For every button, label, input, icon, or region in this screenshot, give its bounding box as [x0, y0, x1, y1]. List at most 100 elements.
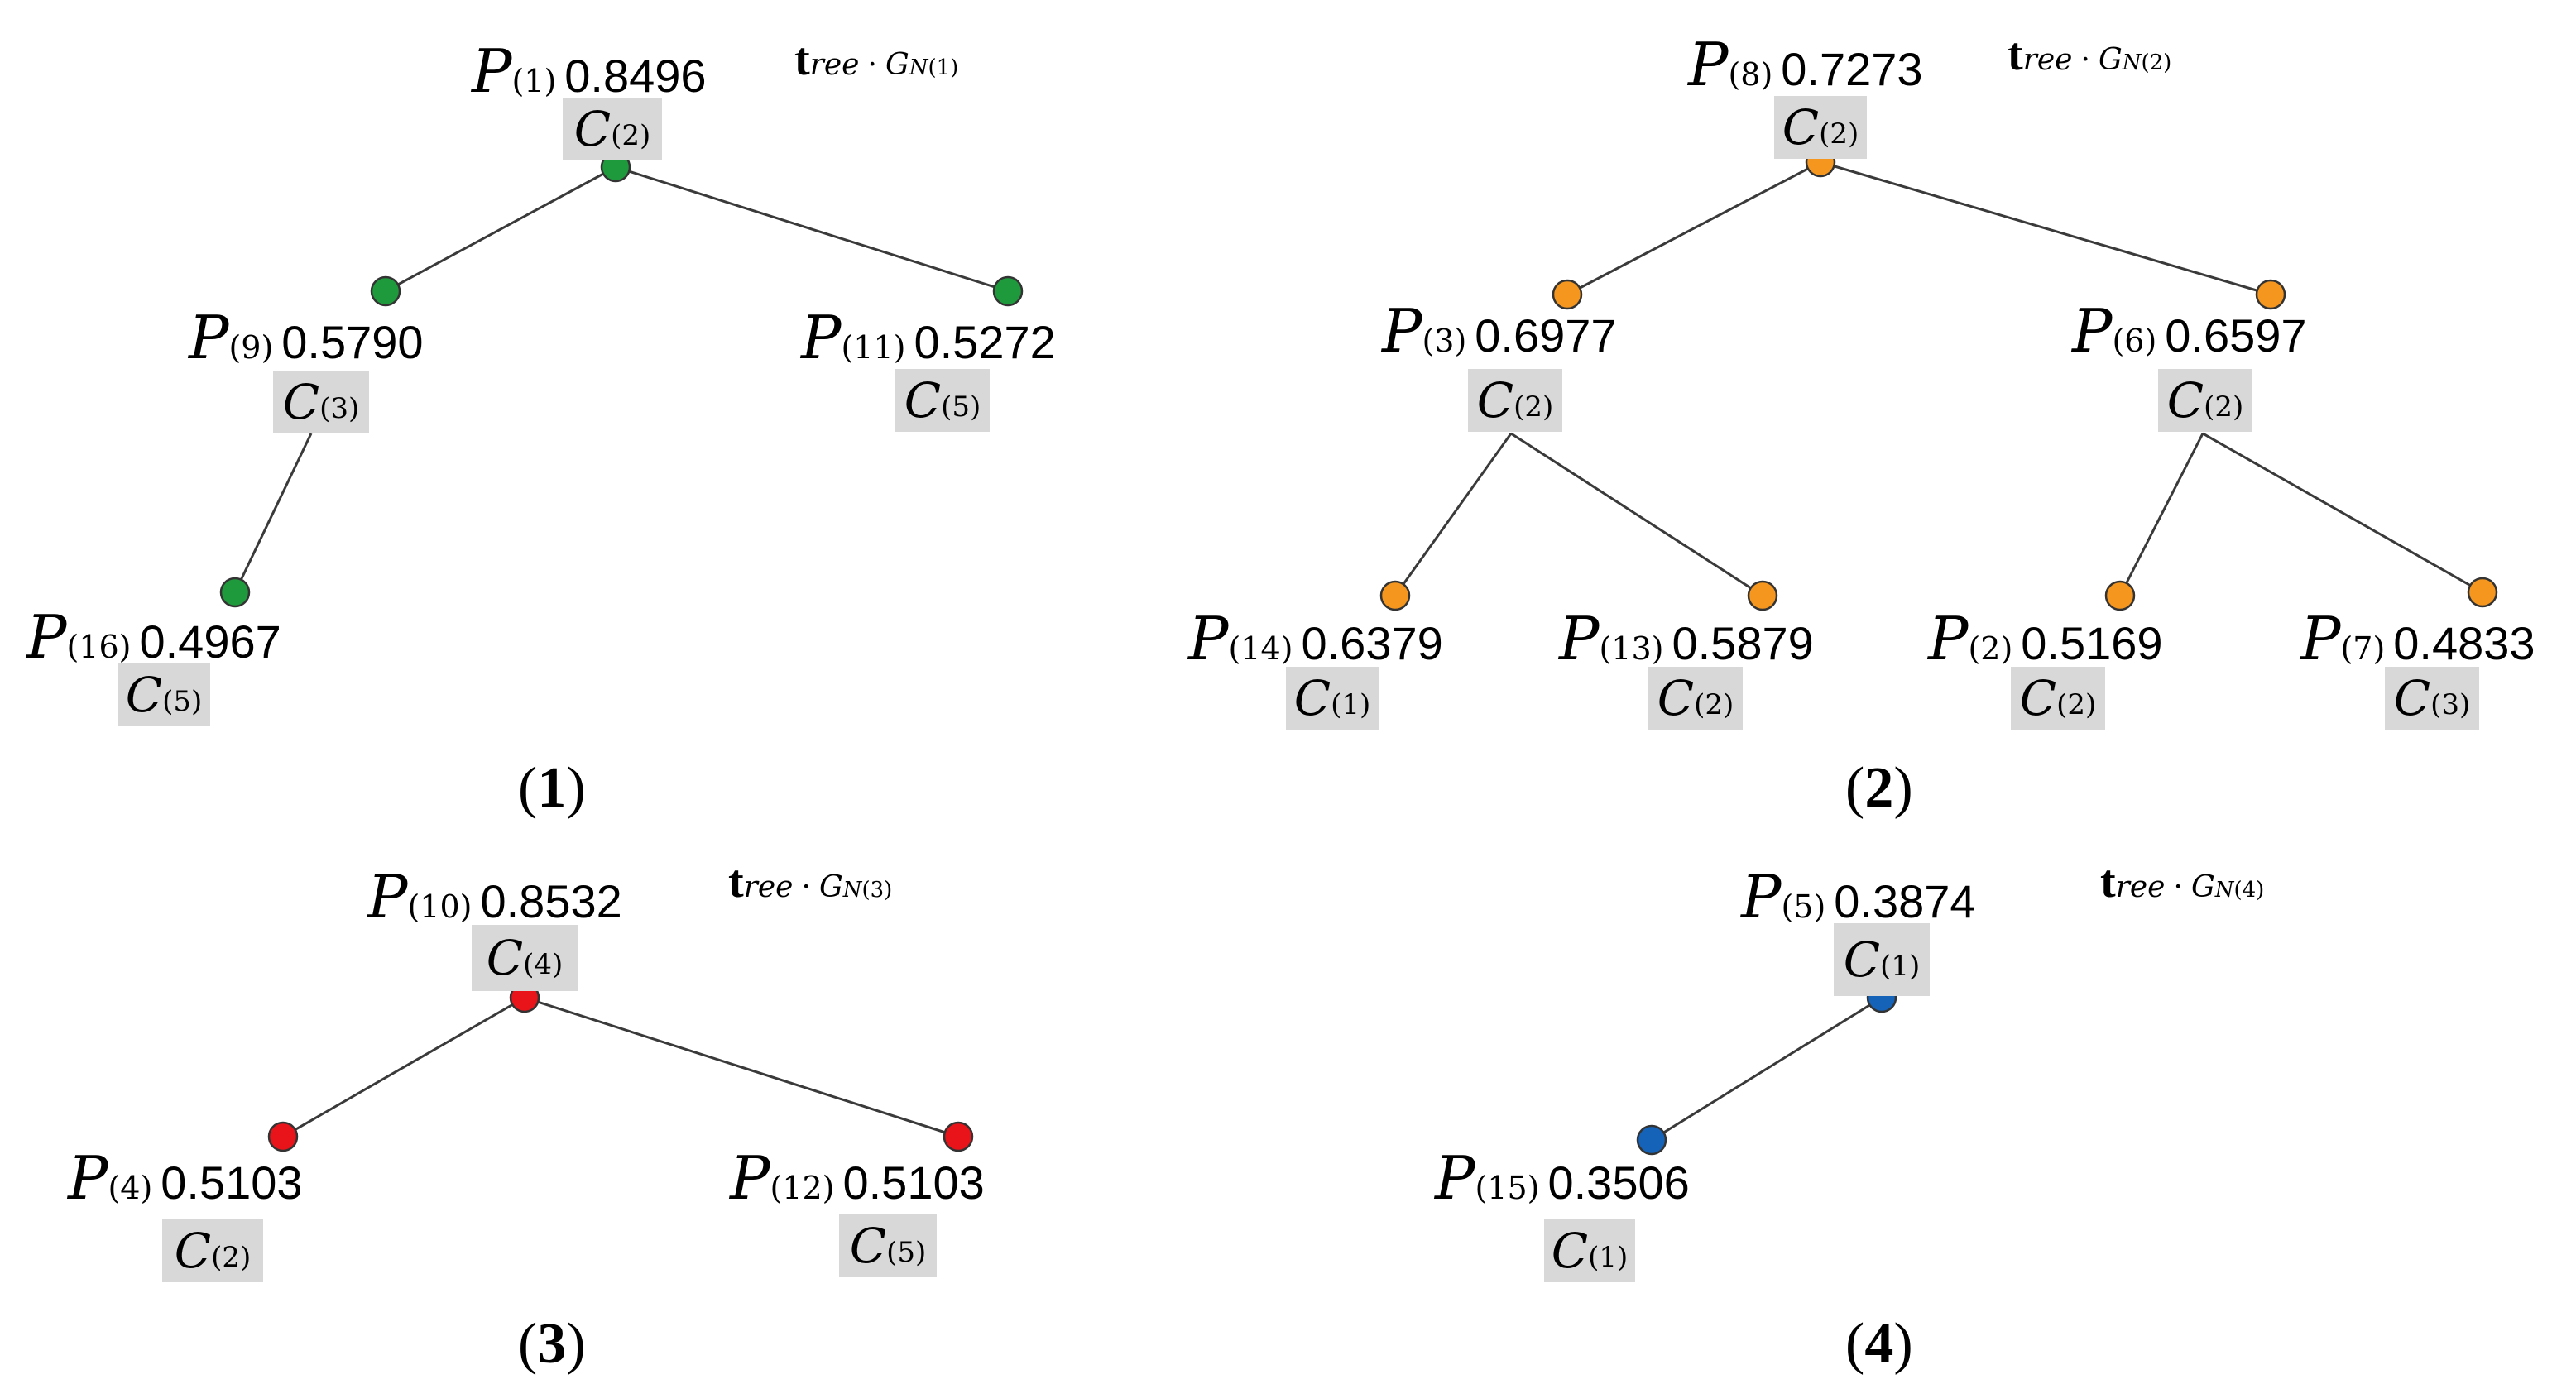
node-p-symbol: P	[2300, 604, 2341, 673]
node-class-index: (1)	[1880, 950, 1921, 983]
tree-title-index: (3)	[861, 878, 893, 903]
node-class-symbol: C	[125, 667, 163, 723]
tree-node-circle	[2467, 577, 2498, 608]
node-label: P(8)0.7273	[1688, 35, 1923, 94]
tree-edge	[1394, 433, 1513, 596]
panel-label-open: (	[1845, 756, 1865, 820]
node-class-box: C(2)	[1648, 667, 1743, 730]
tree-edge	[2118, 433, 2204, 596]
node-class-box: C(5)	[839, 1214, 937, 1277]
node-class-symbol: C	[849, 1218, 887, 1274]
tree-title-n: N	[909, 55, 928, 80]
panel-label-close: )	[566, 1312, 586, 1376]
node-p-index: (15)	[1475, 1170, 1540, 1206]
node-value: 0.3506	[1547, 1157, 1690, 1209]
tree-title-bold: t	[794, 34, 810, 85]
tree-title: tree·GN(4)	[2100, 859, 2264, 905]
node-class-symbol: C	[2166, 372, 2204, 429]
node-class-box: C(2)	[563, 98, 662, 160]
node-class-box: C(5)	[895, 369, 990, 432]
tree-node-circle	[943, 1121, 974, 1152]
node-class-box: C(1)	[1834, 923, 1930, 996]
panel-label: (2)	[1845, 759, 1913, 817]
tree-edge	[2202, 432, 2483, 594]
node-p-symbol: P	[801, 303, 842, 372]
node-p-symbol: P	[472, 36, 512, 106]
panel-label-number: 3	[537, 1312, 567, 1376]
node-class-index: (3)	[2430, 688, 2471, 721]
tree-node-circle	[1379, 580, 1411, 611]
node-p-index: (12)	[770, 1170, 835, 1206]
tree-node-circle	[1747, 580, 1778, 611]
node-p-index: (10)	[407, 888, 473, 925]
node-value: 0.6379	[1301, 617, 1443, 669]
node-p-symbol: P	[1559, 604, 1600, 673]
node-class-symbol: C	[282, 374, 320, 430]
tree-title-g: G	[2098, 43, 2123, 77]
tree-node-circle	[370, 275, 401, 307]
node-class-index: (3)	[319, 392, 360, 425]
panel-label-open: (	[1845, 1312, 1865, 1376]
tree-edge	[385, 165, 616, 293]
node-p-symbol: P	[26, 602, 67, 672]
panel-label: (1)	[518, 759, 586, 817]
node-class-index: (2)	[1694, 688, 1734, 721]
tree-title-bold: t	[728, 856, 744, 908]
tree-title-dot: ·	[2080, 43, 2090, 77]
node-p-symbol: P	[730, 1143, 770, 1213]
node-value: 0.5879	[1672, 617, 1814, 669]
node-label: P(11)0.5272	[801, 308, 1056, 367]
node-class-index: (1)	[1588, 1241, 1629, 1274]
tree-edge	[1566, 160, 1821, 296]
node-class-symbol: C	[486, 930, 524, 986]
tree-title-dot: ·	[2173, 870, 2183, 904]
tree-node-circle	[1552, 279, 1583, 310]
node-label: P(9)0.5790	[189, 308, 424, 367]
node-value: 0.5790	[281, 316, 424, 368]
tree-title-index: (2)	[2141, 50, 2172, 75]
node-value: 0.6977	[1475, 309, 1617, 362]
node-label: P(16)0.4967	[26, 607, 281, 667]
node-class-index: (2)	[611, 119, 651, 152]
node-p-symbol: P	[68, 1143, 108, 1213]
tree-title-rest: ree	[809, 48, 860, 82]
node-label: P(12)0.5103	[730, 1148, 985, 1208]
node-label: P(2)0.5169	[1928, 609, 2163, 668]
node-class-box: C(2)	[1774, 96, 1867, 159]
node-p-symbol: P	[1741, 862, 1782, 931]
panel-label-close: )	[1893, 1312, 1913, 1376]
node-p-index: (8)	[1728, 56, 1773, 93]
node-label: P(5)0.3874	[1741, 867, 1976, 927]
tree-edge	[233, 433, 313, 593]
node-label: P(6)0.6597	[2072, 301, 2307, 361]
node-p-index: (16)	[66, 629, 132, 665]
node-class-symbol: C	[174, 1223, 212, 1279]
node-class-symbol: C	[2393, 670, 2431, 726]
panel-label-close: )	[566, 756, 586, 820]
tree-node-circle	[2104, 580, 2136, 611]
tree-edge	[282, 996, 525, 1138]
node-p-symbol: P	[1382, 296, 1422, 366]
node-value: 0.8532	[480, 875, 622, 927]
node-p-index: (14)	[1228, 630, 1293, 667]
node-class-symbol: C	[1782, 99, 1820, 156]
node-class-index: (5)	[941, 390, 981, 424]
node-value: 0.6597	[2165, 309, 2307, 362]
node-value: 0.5272	[914, 316, 1056, 368]
tree-title-rest: ree	[2115, 870, 2166, 904]
node-class-box: C(2)	[1468, 369, 1562, 432]
tree-title-index: (1)	[928, 55, 959, 80]
panel-label-open: (	[518, 1312, 538, 1376]
panel-label: (3)	[518, 1315, 586, 1373]
node-p-symbol: P	[1928, 604, 1969, 673]
node-class-index: (5)	[162, 685, 203, 718]
node-class-box: C(1)	[1544, 1219, 1635, 1282]
node-class-symbol: C	[1657, 670, 1695, 726]
node-p-index: (13)	[1599, 630, 1664, 667]
node-value: 0.5103	[161, 1157, 303, 1209]
node-class-symbol: C	[1843, 931, 1881, 988]
tree-edge	[1820, 160, 2271, 296]
node-class-symbol: C	[1551, 1223, 1589, 1279]
tree-title-index: (4)	[2233, 878, 2265, 903]
